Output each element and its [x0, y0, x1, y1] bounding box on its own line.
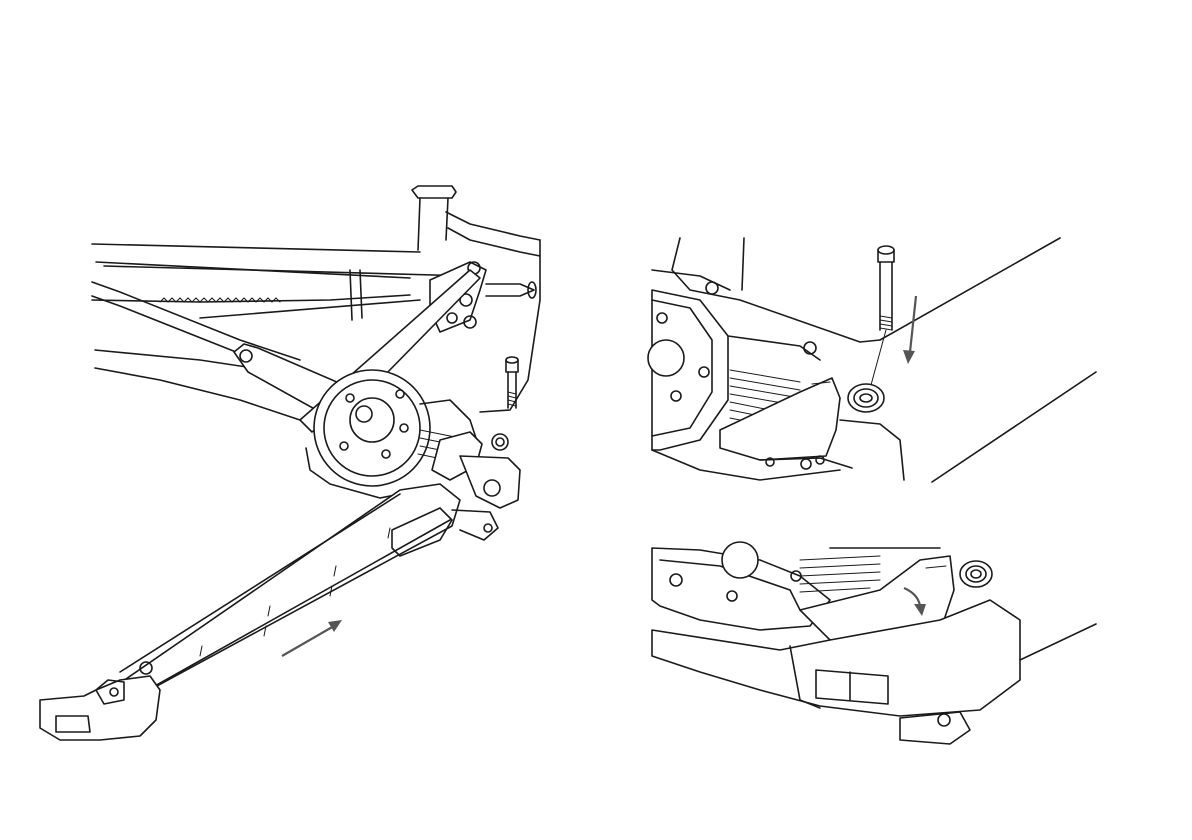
chainring-bottom [652, 542, 830, 630]
skid-plate-bottom [900, 712, 970, 744]
bolt-top-right [868, 246, 894, 396]
chain-guide [720, 378, 840, 460]
chainring [314, 370, 430, 486]
right-bottom-panel-detail [652, 542, 1096, 744]
seat-post-collar [412, 186, 456, 250]
frame-right-edge [480, 240, 540, 412]
chainstay-guard [92, 282, 300, 360]
insert-direction-arrow [903, 296, 916, 364]
right-top-panel-detail [648, 238, 1096, 482]
slide-direction-arrow [282, 620, 342, 656]
left-panel-frame-drawing [40, 186, 540, 740]
washer-bottom [960, 561, 992, 587]
bolt-hole-washer [848, 384, 884, 412]
battery-cover [110, 484, 498, 706]
